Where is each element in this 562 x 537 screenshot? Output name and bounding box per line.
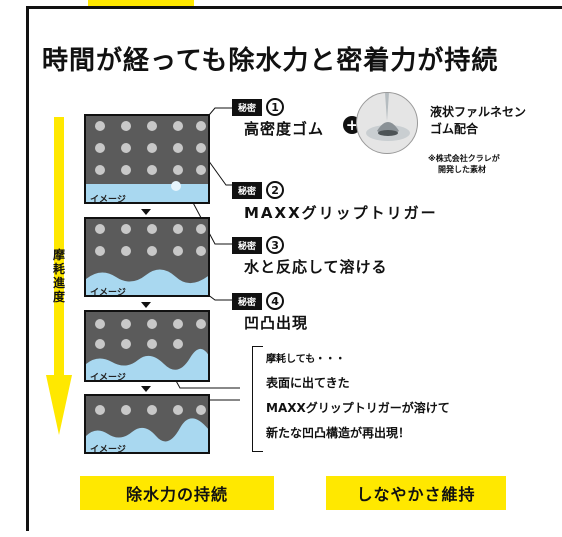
secret-number: 3: [266, 236, 285, 254]
secret-3-badge: 秘密 3: [232, 236, 285, 254]
secret-1-title: 高密度ゴム: [244, 120, 325, 138]
note-line-2: 開発した素材: [438, 165, 486, 174]
rubber-image-panel-2: イメージ: [84, 217, 210, 297]
description-line-2: 表面に出てきた: [266, 376, 350, 390]
secret-1-badge: 秘密 1: [232, 98, 285, 116]
secret-tag: 秘密: [232, 236, 263, 254]
rubber-texture-1: [86, 121, 208, 202]
down-triangle-icon: [141, 209, 151, 215]
water-drop-image: [356, 92, 418, 154]
image-label: イメージ: [90, 445, 126, 454]
rubber-image-panel-3: イメージ: [84, 310, 210, 382]
liquid-farnesene-text: 液状ファルネセン ゴム配合: [430, 104, 526, 138]
page-title: 時間が経っても除水力と密着力が持続: [42, 46, 499, 76]
rubber-texture-4: [86, 405, 208, 452]
material-note: ※株式会社クラレが 開発した素材: [428, 153, 500, 175]
description-line-4: 新たな凹凸構造が再出現！: [266, 426, 411, 440]
description-line-1: 摩耗しても・・・: [266, 354, 346, 365]
secret-number: 2: [266, 181, 285, 199]
rubber-texture-2: [86, 224, 208, 295]
rubber-image-panel-1: イメージ: [84, 114, 210, 204]
secret-2-badge: 秘密 2: [232, 181, 285, 199]
secret-2-title: MAXXグリップトリガー: [244, 204, 438, 222]
secret-number: 4: [266, 292, 285, 310]
secret-tag: 秘密: [232, 292, 263, 310]
secret-tag: 秘密: [232, 98, 263, 116]
rubber-image-panel-4: イメージ: [84, 394, 210, 454]
liquid-line-2: ゴム配合: [430, 122, 479, 136]
image-label: イメージ: [90, 195, 126, 204]
description-bracket: [252, 346, 263, 452]
secret-3-title: 水と反応して溶ける: [244, 258, 388, 276]
water-removal-label: 除水力の持続: [80, 476, 274, 510]
flexibility-label: しなやかさ維持: [326, 476, 506, 510]
secret-4-badge: 秘密 4: [232, 292, 285, 310]
image-label: イメージ: [90, 373, 126, 382]
wear-progress-label: 摩耗進度: [52, 248, 65, 304]
secret-4-title: 凹凸出現: [244, 314, 309, 332]
description-line-3: MAXXグリップトリガーが溶けて: [266, 401, 450, 415]
image-label: イメージ: [90, 288, 126, 297]
note-line-1: ※株式会社クラレが: [428, 154, 500, 163]
water-drop-icon: [366, 93, 410, 141]
down-triangle-icon: [141, 302, 151, 308]
secret-number: 1: [266, 98, 285, 116]
rubber-texture-3: [86, 319, 208, 380]
liquid-line-1: 液状ファルネセン: [430, 105, 527, 119]
down-triangle-icon: [141, 386, 151, 392]
content-frame: [26, 6, 562, 531]
wear-progress-arrow: [46, 117, 72, 435]
secret-tag: 秘密: [232, 181, 263, 199]
top-accent-badge: [88, 0, 194, 6]
